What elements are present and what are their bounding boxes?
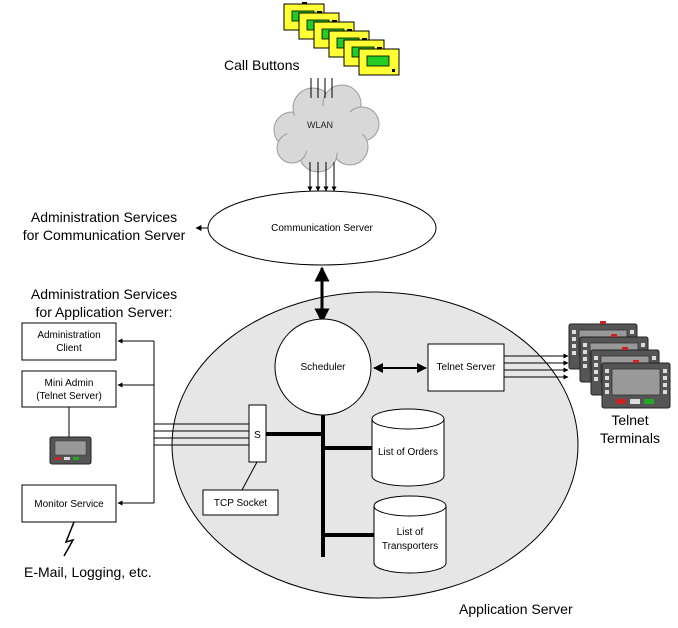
list-of-orders-label: List of Orders (378, 447, 438, 458)
telnet-terminal-device (601, 360, 671, 409)
mini-admin-label-line2: (Telnet Server) (36, 391, 102, 402)
handheld-terminal-icon (49, 436, 92, 465)
app-admin-services-line2: for Application Server: (36, 304, 173, 320)
call-buttons-stack (283, 2, 400, 76)
administration-client-label-line1: Administration (37, 330, 100, 341)
call-buttons-label: Call Buttons (224, 57, 299, 73)
application-server-label: Application Server (459, 601, 573, 617)
telnet-terminals-stack (568, 321, 671, 409)
wlan-to-comm-arrows (307, 78, 337, 192)
scheduler-label: Scheduler (300, 362, 346, 373)
app-admin-services-line1: Administration Services (31, 286, 177, 302)
tcp-socket-label: TCP Socket (214, 498, 267, 509)
telnet-to-terminals-arrows (504, 353, 569, 380)
wlan-cloud (273, 84, 380, 173)
administration-client-label-line2: Client (56, 343, 82, 354)
communication-server-label: Communication Server (271, 223, 373, 234)
tcp-socket-box (202, 489, 279, 516)
wlan-label: WLAN (307, 120, 333, 130)
email-logging-label: E-Mail, Logging, etc. (24, 564, 152, 580)
monitor-service-box (21, 484, 117, 523)
monitor-service-label: Monitor Service (34, 499, 104, 510)
telnet-terminals-label-line1: Telnet (611, 412, 648, 428)
telnet-server-box (427, 343, 505, 392)
list-of-transporters-cylinder (373, 495, 447, 574)
call-button-device (358, 47, 400, 76)
socket-to-admin-lines (117, 338, 249, 506)
list-of-orders-cylinder (371, 408, 445, 487)
comm-admin-services-line2: for Communication Server (23, 227, 186, 243)
socket-box (248, 404, 267, 463)
tcp-socket-pointer (241, 461, 258, 491)
list-of-transporters-label-line2: Transporters (382, 541, 438, 552)
telnet-terminals-label-line2: Terminals (600, 430, 660, 446)
list-of-transporters-label-line1: List of (397, 527, 424, 538)
socket-letter: S (254, 430, 261, 441)
mini-admin-label-line1: Mini Admin (45, 378, 94, 389)
telnet-server-label: Telnet Server (437, 362, 497, 373)
comm-admin-services-line1: Administration Services (31, 209, 177, 225)
administration-client-box (21, 322, 117, 361)
lightning-icon (63, 521, 75, 557)
